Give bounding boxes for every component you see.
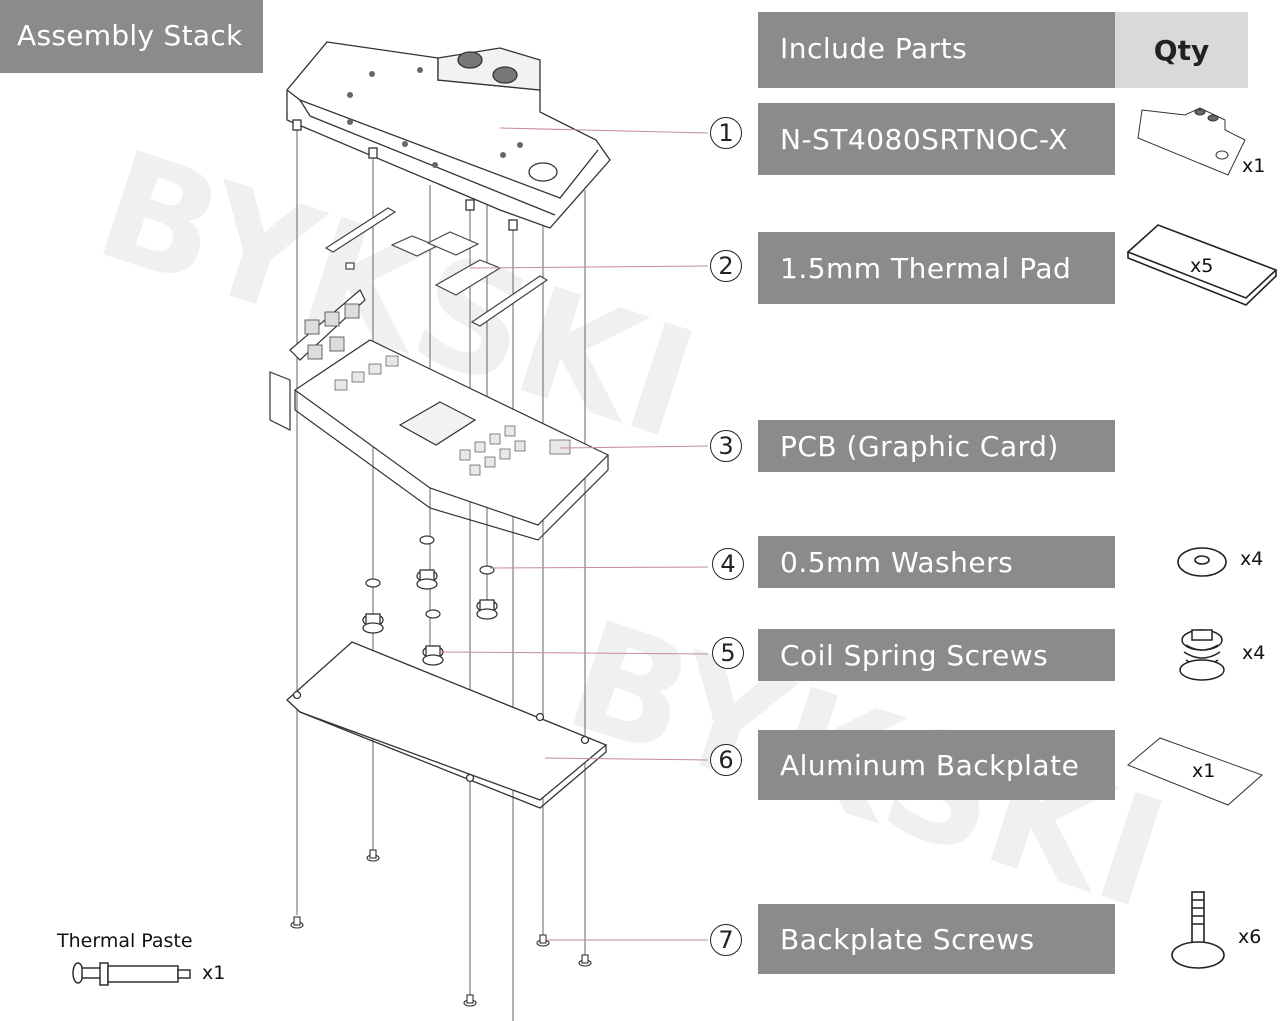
thermal-pad-icon: [1126, 224, 1278, 306]
part-label-4: 0.5mm Washers: [758, 536, 1115, 588]
part-qty-5: x4: [1242, 642, 1266, 664]
part-number-4: 4: [712, 548, 744, 580]
part-qty-7: x6: [1238, 926, 1262, 948]
part-label-3: PCB (Graphic Card): [758, 420, 1115, 472]
thermal-paste-label: Thermal Paste: [57, 930, 193, 952]
part-qty-6: x1: [1192, 760, 1216, 782]
page-title: Assembly Stack: [0, 0, 263, 73]
part-number-1: 1: [710, 117, 742, 149]
part-qty-2: x5: [1190, 255, 1214, 277]
part-number-6: 6: [710, 744, 742, 776]
thermal-paste-qty: x1: [202, 962, 226, 984]
leader-lines: [439, 127, 709, 941]
part-label-7: Backplate Screws: [758, 904, 1115, 974]
part-label-2: 1.5mm Thermal Pad: [758, 232, 1115, 304]
pcb-drawing: [269, 289, 610, 541]
backplate-icon: [1127, 737, 1263, 806]
spring-screws-drawing: [362, 569, 498, 666]
part-label-5: Coil Spring Screws: [758, 629, 1115, 681]
part-qty-4: x4: [1240, 548, 1264, 570]
part-number-2: 2: [710, 250, 742, 282]
part-number-5: 5: [712, 637, 744, 669]
spring-screw-icon: [1179, 629, 1225, 681]
washer-icon: [1177, 547, 1227, 577]
part-number-3: 3: [710, 430, 742, 462]
thermal-pads-drawing: [324, 207, 549, 327]
backplate-screws-drawing: [290, 849, 592, 1007]
include-parts-header: Include Parts: [758, 12, 1115, 88]
part-qty-1: x1: [1242, 155, 1266, 177]
part-number-7: 7: [710, 924, 742, 956]
screw-icon: [1171, 891, 1225, 969]
part-label-6: Aluminum Backplate: [758, 730, 1115, 800]
water-block-drawing: [286, 41, 611, 231]
washers-drawing: [365, 535, 495, 619]
water-block-icon: [1137, 107, 1246, 176]
part-label-1: N-ST4080SRTNOC-X: [758, 103, 1115, 175]
syringe-icon: [72, 962, 191, 986]
backplate-drawing: [286, 641, 608, 809]
qty-header: Qty: [1115, 12, 1248, 88]
